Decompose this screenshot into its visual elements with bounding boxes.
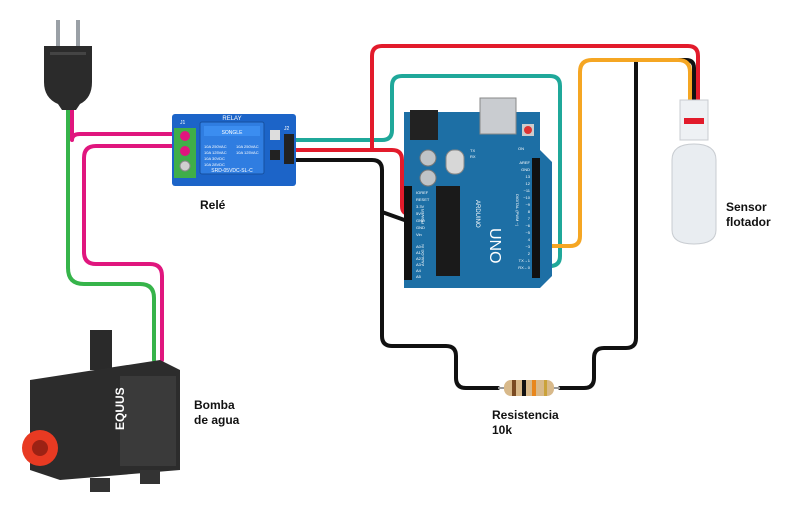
arduino-pin-label: RX←0: [518, 265, 531, 270]
arduino-pin-label: 8: [528, 209, 531, 214]
arduino-pin-label: 5V: [416, 211, 421, 216]
arduino-pin-label: ~6: [525, 223, 530, 228]
wire-green-plug-pump: [66, 108, 156, 362]
float-sensor-label: Sensor flotador: [726, 200, 771, 230]
arduino-pin-label: RESET: [416, 197, 430, 202]
wire-black-gnd-resistor: [380, 210, 500, 390]
pump-icon: EQUUS: [22, 330, 180, 492]
pump-label-line1: Bomba: [194, 398, 235, 412]
resistor-icon: [498, 380, 560, 396]
arduino-pin-label: 2: [528, 251, 531, 256]
pump-label: Bomba de agua: [194, 398, 239, 428]
arduino-pin-label: A0: [416, 244, 422, 249]
arduino-power-header: POWER: [420, 209, 425, 224]
wire-black-relay-gnd: [294, 158, 412, 224]
wire-magenta-relay-pump: [82, 144, 182, 362]
arduino-pin-label: IOREF: [416, 190, 429, 195]
arduino-pin-label: TX→1: [519, 258, 531, 263]
arduino-pin-label: A1: [416, 250, 422, 255]
relay-spec-r2: 10A 125VAC: [236, 150, 259, 155]
arduino-icon: UNO ARDUINO POWER ANALOG IN DIGITAL (PWM…: [404, 97, 552, 288]
wire-red-5v-sensor: [370, 44, 700, 152]
resistor-label-line1: Resistencia: [492, 408, 559, 422]
relay-j2: J2: [284, 126, 290, 132]
arduino-pin-label: ~11: [524, 188, 531, 193]
relay-model: SRD-05VDC-SL-C: [211, 168, 253, 174]
relay-label: Relé: [200, 198, 225, 213]
relay-j1: J1: [180, 120, 186, 126]
pump-brand: EQUUS: [113, 387, 127, 430]
arduino-pin-label: A5: [416, 274, 422, 279]
arduino-brand: ARDUINO: [474, 200, 480, 228]
arduino-pin-label: 3.3V: [416, 204, 425, 209]
arduino-pin-label: A3: [416, 262, 422, 267]
arduino-pin-label: A2: [416, 256, 422, 261]
arduino-digital-header: DIGITAL (PWM ~): [515, 194, 520, 227]
float-sensor-icon: [671, 99, 717, 245]
arduino-rx: RX: [470, 154, 476, 159]
resistor-label: Resistencia 10k: [492, 408, 559, 438]
arduino-pin-label: 4: [528, 237, 531, 242]
arduino-analog-header: ANALOG IN: [420, 244, 425, 266]
relay-spec-l3: 10A 30VDC: [204, 156, 225, 161]
arduino-name: UNO: [486, 228, 503, 264]
wire-magenta-plug-relay: [70, 108, 182, 142]
pump-label-line2: de agua: [194, 413, 240, 427]
arduino-pin-label: ~5: [525, 230, 530, 235]
arduino-pin-label: 7: [528, 216, 531, 221]
arduino-pin-label: GND: [416, 218, 425, 223]
arduino-pin-label: ~3: [525, 244, 530, 249]
float-sensor-label-line1: Sensor: [726, 200, 767, 214]
relay-label-text: Relé: [200, 198, 226, 212]
arduino-pin-label: AREF: [519, 160, 530, 165]
relay-spec-l2: 10A 125VAC: [204, 150, 227, 155]
arduino-power-pins: IOREF RESET 3.3V 5V GND GND Vin: [416, 190, 430, 237]
arduino-pin-label: GND: [521, 167, 530, 172]
resistor-label-line2: 10k: [492, 423, 513, 437]
arduino-pin-label: A4: [416, 268, 422, 273]
relay-spec-l4: 10A 28VDC: [204, 162, 225, 167]
wire-orange-sensor-d2: [538, 58, 692, 248]
wire-black-resistor-sensor: [558, 58, 696, 390]
plug-icon: [44, 20, 92, 110]
arduino-tx: TX: [470, 148, 475, 153]
arduino-on: ON: [518, 146, 524, 151]
arduino-pin-label: GND: [416, 225, 425, 230]
relay-brand: SONGLE: [222, 130, 244, 136]
arduino-pin-label: Vin: [416, 232, 422, 237]
arduino-pin-label: 12: [526, 181, 531, 186]
relay-header: RELAY: [222, 116, 241, 122]
arduino-pin-label: 13: [526, 174, 531, 179]
relay-spec-l1: 10A 250VAC: [204, 144, 227, 149]
relay-spec-r1: 10A 250VAC: [236, 144, 259, 149]
wire-teal-relay-arduino: [294, 74, 562, 268]
wires: [66, 44, 700, 390]
arduino-pin-label: ~9: [525, 202, 530, 207]
float-sensor-label-line2: flotador: [726, 215, 771, 229]
relay-icon: RELAY J1 J2 SONGLE 10A 250VAC 10A 125VAC…: [172, 114, 296, 186]
arduino-digital-pins: AREF GND 13 12 ~11 ~10 ~9 8 7 ~6 ~5 4 ~3 2TX→1RX←0: [518, 160, 531, 270]
arduino-pin-label: ~10: [523, 195, 531, 200]
